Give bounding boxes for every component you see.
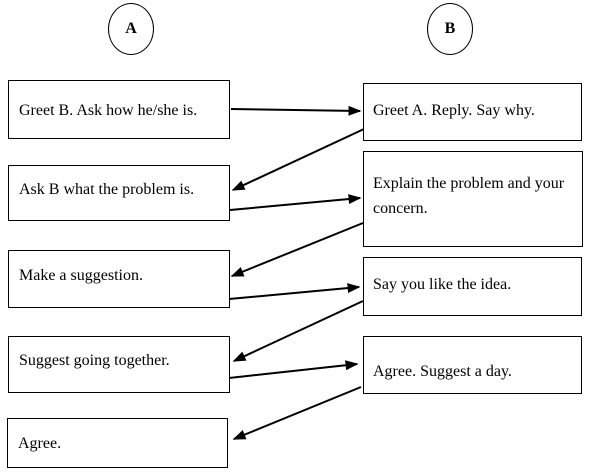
flow-arrow-a2-to-b2	[229, 194, 362, 211]
step-box-b3: Say you like the idea.	[363, 257, 582, 316]
step-text-b1: Greet A. Reply. Say why.	[373, 102, 535, 119]
flow-arrow-a3-to-b3	[228, 283, 361, 300]
step-text-b2: Explain the problem and your concern.	[373, 175, 565, 217]
step-text-a2: Ask B what the problem is.	[19, 181, 195, 198]
flow-arrow-b3-to-a4	[232, 300, 364, 362]
step-text-a1: Greet B. Ask how he/she is.	[19, 102, 198, 119]
step-text-a3: Make a suggestion.	[19, 267, 143, 284]
speaker-b-circle: B	[427, 3, 473, 55]
step-text-b3: Say you like the idea.	[373, 276, 512, 293]
step-box-a4: Suggest going together.	[8, 336, 230, 393]
speaker-b-label: B	[444, 20, 456, 37]
speaker-a-circle: A	[108, 3, 154, 55]
flow-arrow-a4-to-b4	[228, 360, 359, 379]
step-text-a4: Suggest going together.	[19, 352, 170, 369]
step-box-b4: Agree. Suggest a day.	[363, 336, 582, 394]
step-box-b1: Greet A. Reply. Say why.	[363, 83, 582, 141]
step-text-b4: Agree. Suggest a day.	[373, 363, 512, 380]
flow-arrow-b4-to-a5	[232, 386, 362, 440]
step-box-a2: Ask B what the problem is.	[8, 165, 230, 221]
step-box-a1: Greet B. Ask how he/she is.	[8, 80, 230, 139]
step-text-a5: Agree.	[18, 435, 62, 452]
flow-arrow-b1-to-a2	[231, 128, 365, 191]
step-box-b2: Explain the problem and your concern.	[363, 151, 583, 247]
step-box-a3: Make a suggestion.	[8, 250, 230, 308]
speaker-a-label: A	[125, 20, 137, 37]
flow-arrow-a1-to-b1	[230, 105, 362, 116]
flow-arrow-b2-to-a3	[230, 222, 364, 277]
step-box-a5: Agree.	[7, 418, 228, 468]
